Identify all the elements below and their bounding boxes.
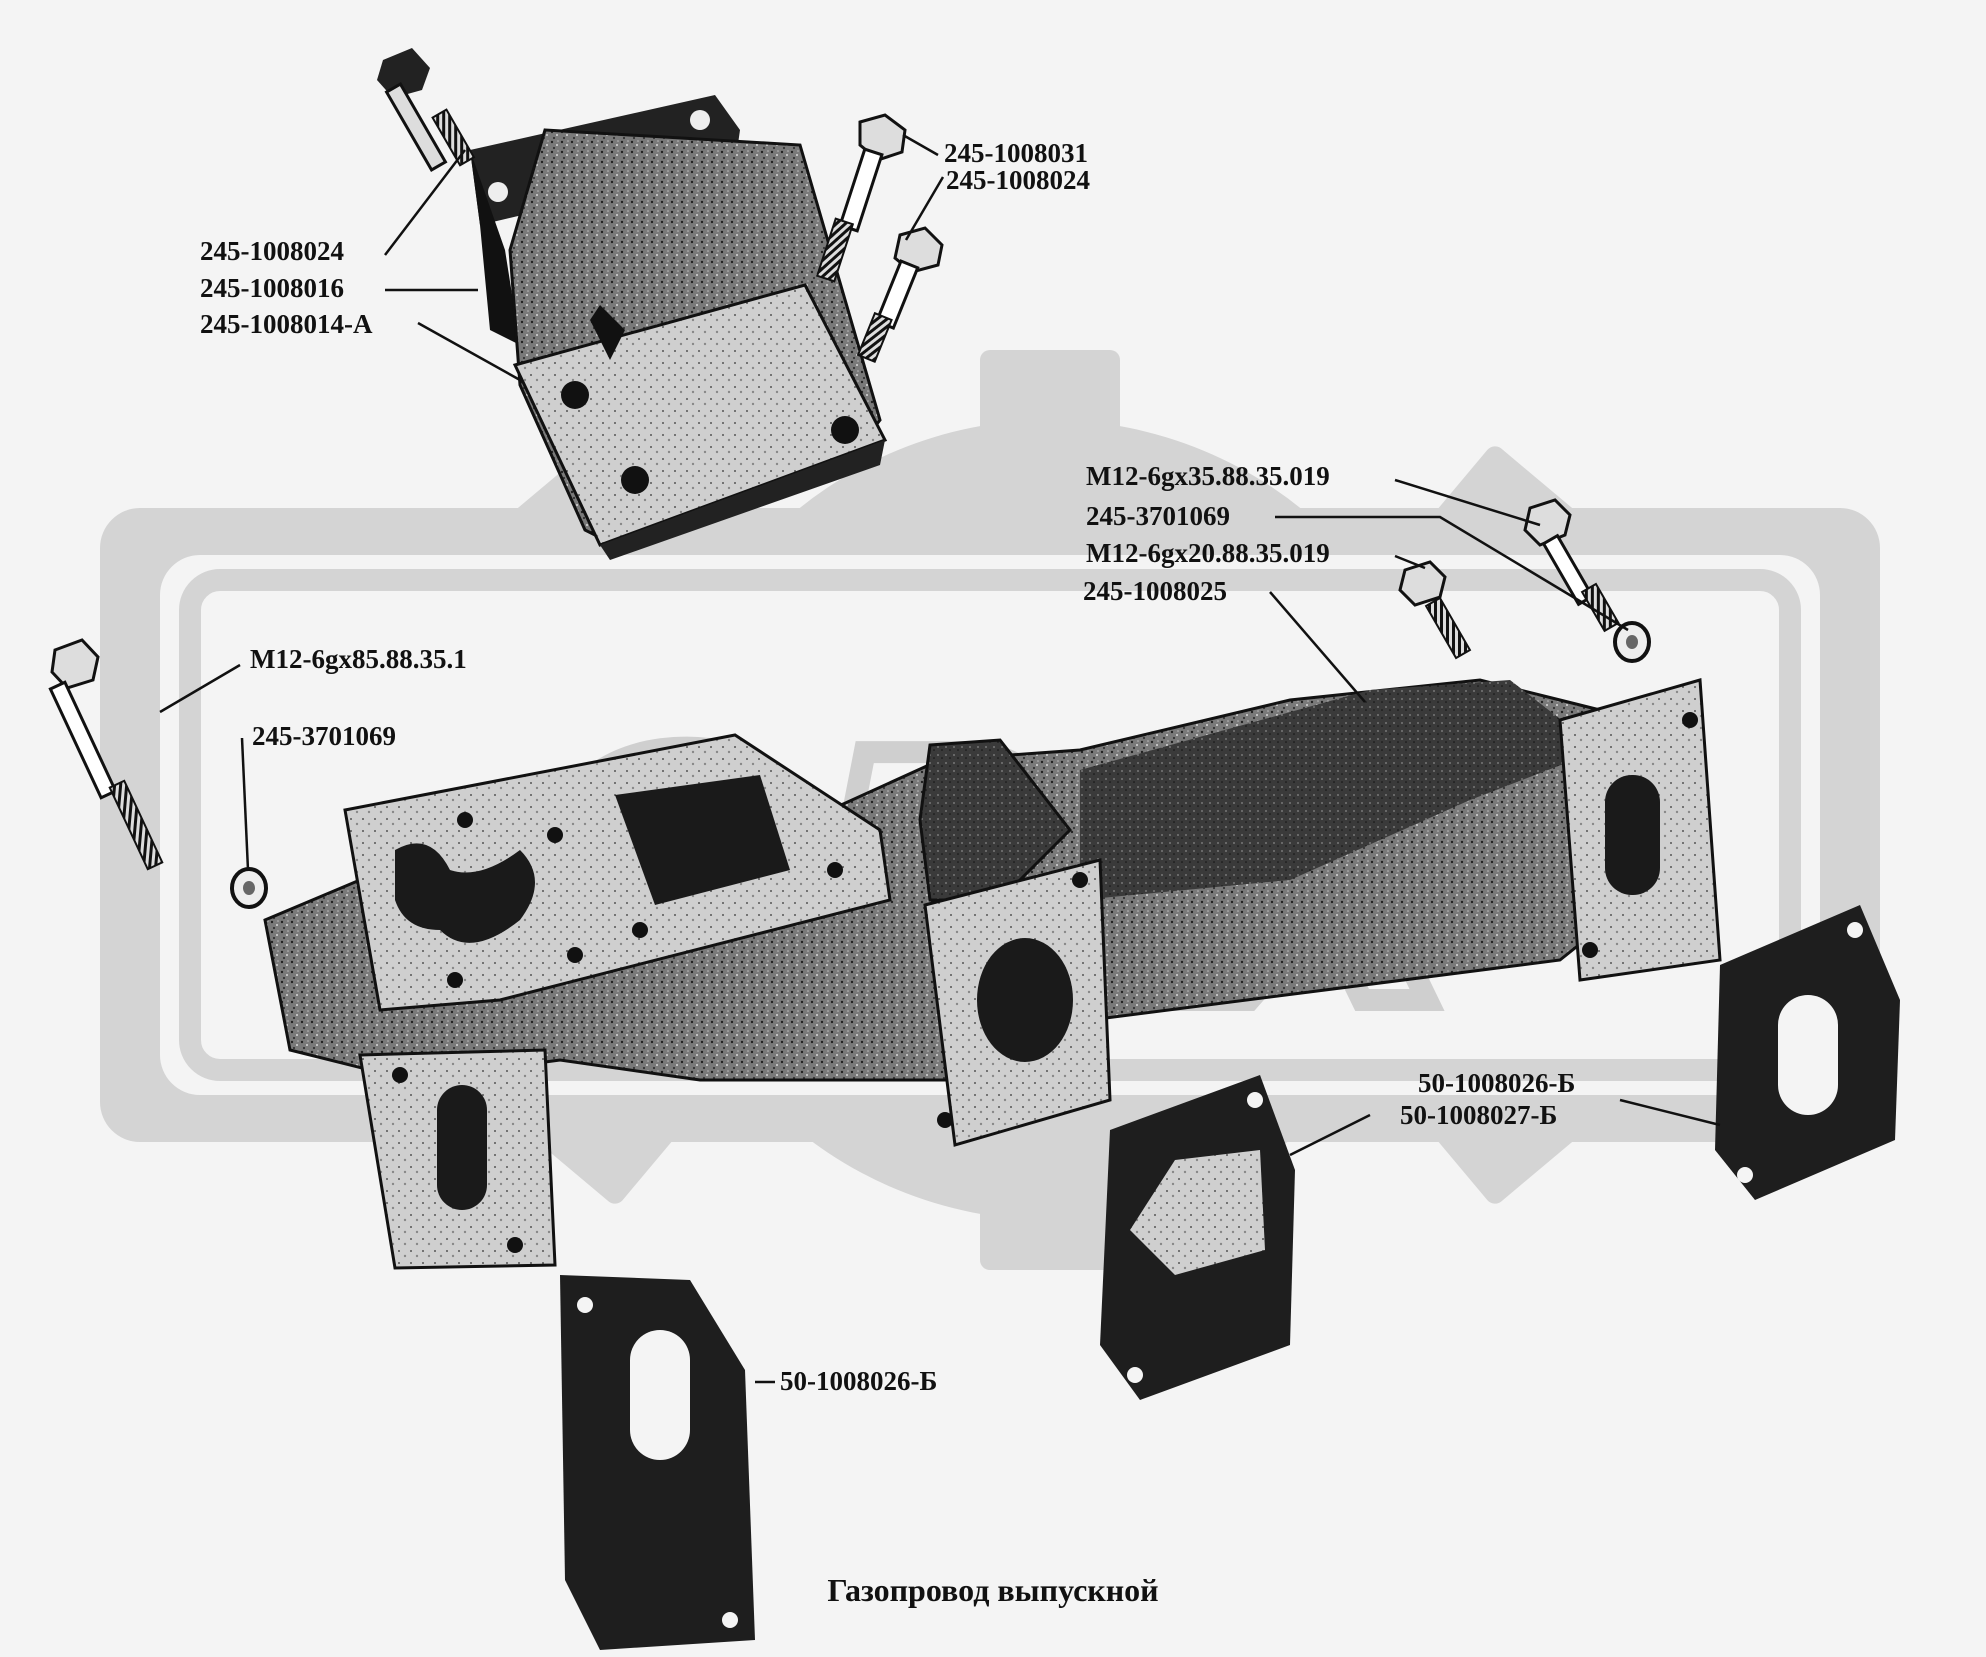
label-m12-6gx85: М12-6gх85.88.35.1 [250, 644, 467, 674]
label-245-1008025: 245-1008025 [1083, 576, 1227, 606]
bolt-245-1008024-top-left [377, 48, 476, 173]
label-m12-6gx20: М12-6gх20.88.35.019 [1086, 538, 1330, 568]
leader-lines [159, 133, 1721, 1384]
label-245-3701069-right: 245-3701069 [1086, 501, 1230, 531]
label-50-1008026-b-bottom: 50-1008026-Б [780, 1366, 938, 1396]
gasket-bottom-left [560, 1275, 755, 1650]
label-m12-6gx35: М12-6gх35.88.35.019 [1086, 461, 1330, 491]
bolt-245-1008024-top-right [856, 226, 944, 363]
washer-left [230, 867, 268, 909]
gasket-right [1715, 905, 1900, 1200]
gasket-middle [1100, 1075, 1295, 1400]
washer-right [1613, 621, 1651, 663]
label-245-1008024-left: 245-1008024 [200, 236, 344, 266]
elbow-adapter [470, 95, 888, 560]
label-245-1008016: 245-1008016 [200, 273, 344, 303]
bolt-m12-6gx85 [48, 638, 164, 871]
label-245-3701069-left: 245-3701069 [252, 721, 396, 751]
bolt-245-1008031 [815, 113, 907, 283]
diagram-caption: Газопровод выпускной [827, 1572, 1159, 1608]
label-50-1008026-b-right: 50-1008026-Б [1418, 1068, 1576, 1098]
label-245-1008031: 245-1008031 [944, 138, 1088, 168]
label-245-1008014-a: 245-1008014-А [200, 309, 373, 339]
label-50-1008027-b: 50-1008027-Б [1400, 1100, 1558, 1130]
bolt-m12-6gx20 [1398, 560, 1472, 660]
label-245-1008024-right: 245-1008024 [946, 165, 1090, 195]
exhaust-manifold [263, 678, 1722, 1270]
